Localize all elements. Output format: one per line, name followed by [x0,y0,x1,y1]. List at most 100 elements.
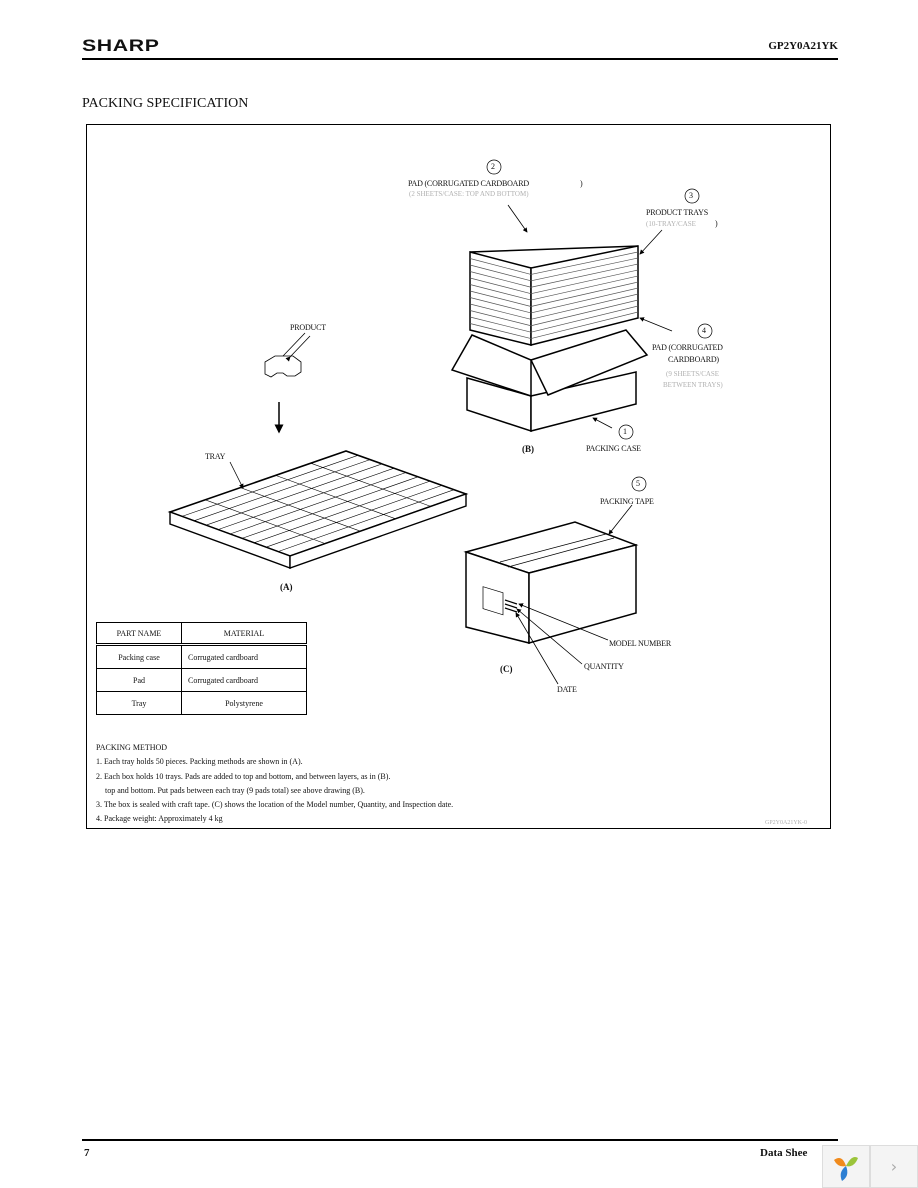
drawing-line [469,297,532,314]
drawing-line [530,293,639,320]
drawing-line [530,257,639,282]
method-line: 2. Each box holds 10 trays. Pads are add… [96,771,391,781]
drawing-line [241,476,419,539]
pad-top-sub: (2 SHEETS/CASE: TOP AND BOTTOM) [409,190,529,198]
drawing-line [240,487,361,532]
cell: Polystyrene [181,691,307,715]
viewer-widget: › [822,1145,918,1188]
method-line: 3. The box is sealed with craft tape. (C… [96,800,454,810]
model-number-header: GP2Y0A21YK [768,40,838,52]
figure-c-caption: (C) [500,664,513,674]
cell: Corrugated cardboard [181,644,307,669]
tray-drawing [167,450,469,570]
drawing-line [469,323,532,339]
drawing-line [530,275,639,301]
drawing-code: GP2Y0A21YK-0 [765,820,807,826]
section-title: PACKING SPECIFICATION [82,96,249,111]
packing-case-open-drawing [450,245,649,433]
sealed-case-drawing [463,521,639,644]
drawing-line [469,310,532,327]
callout-num-2: 2 [491,162,495,171]
pinwheel-logo-icon[interactable] [822,1145,870,1188]
product-drawing [264,332,306,434]
header-material: MATERIAL [181,622,307,646]
callout-num-1: 1 [623,427,627,436]
cell: Corrugated cardboard [181,668,307,692]
callout-circle-5 [631,476,647,492]
tray-label: TRAY [205,452,226,461]
product-trays-label: PRODUCT TRAYS [646,208,708,217]
drawing-line [265,485,443,548]
drawing-line [469,277,532,295]
date-label: DATE [557,685,577,694]
figure-a-caption: (A) [280,582,293,592]
callout-circle-4 [697,323,713,339]
drawing-line [530,287,639,314]
product-trays-sub: (10-TRAY/CASE [646,220,696,228]
drawing-line [530,251,639,275]
figure-b-caption: (B) [522,444,534,454]
drawing-line [469,271,532,288]
drawing-line [530,311,639,339]
drawing-line [469,316,532,333]
drawing-line [310,462,431,507]
callout-num-3: 3 [689,191,693,200]
drawing-line [530,305,639,333]
method-line: 1. Each tray holds 50 pieces. Packing me… [96,757,303,767]
pad-between-sub2: BETWEEN TRAYS) [663,381,723,389]
drawing-line [530,299,639,327]
drawing-line [469,258,532,275]
model-number-label: MODEL NUMBER [609,639,671,648]
drawing-line [469,290,532,307]
chevron-right-icon[interactable]: › [870,1145,918,1188]
callout-circle-3 [684,188,700,204]
drawing-line [253,480,431,544]
drawing-line [530,269,639,295]
drawing-line [205,463,383,526]
pad-top-close: ) [580,179,583,188]
drawing-line [469,264,532,282]
drawing-line [193,459,371,522]
drawing-line [469,303,532,320]
drawing-line [277,489,455,552]
header-rule [82,58,838,60]
callout-circle-2 [486,159,502,175]
packing-method: PACKING METHOD 1. Each tray holds 50 pie… [96,741,453,827]
drawing-line [205,499,326,544]
cell: Packing case [96,644,182,669]
drawing-line [229,472,407,535]
footer-label: Data Shee [760,1147,808,1159]
cell: Pad [96,668,182,692]
callout-circle-1 [618,424,634,440]
drawing-line [217,467,395,530]
drawing-line [275,475,396,520]
pad-top-label: PAD (CORRUGATED CARDBOARD [408,179,529,188]
callout-num-4: 4 [702,326,706,335]
header-part-name: PART NAME [96,622,182,646]
drawing-line [469,284,532,301]
method-line: 4. Package weight: Approximately 4 kg [96,814,223,824]
pad-between-label2: CARDBOARD) [668,355,719,364]
callout-num-5: 5 [636,479,640,488]
product-label: PRODUCT [290,323,326,332]
sharp-logo: SHARP [82,36,160,55]
packing-tape-label: PACKING TAPE [600,497,654,506]
product-trays-close: ) [715,219,718,228]
drawing-line [530,263,639,288]
page-number: 7 [84,1147,90,1159]
packing-case-label: PACKING CASE [586,444,641,453]
quantity-label: QUANTITY [584,662,624,671]
drawing-line [181,455,359,517]
figure-frame [86,124,831,829]
cell: Tray [96,691,182,715]
drawing-line [530,281,639,307]
pad-between-label: PAD (CORRUGATED [652,343,723,352]
pad-between-sub: (9 SHEETS/CASE [666,370,720,378]
footer-rule [82,1139,838,1141]
method-line: top and bottom. Put pads between each tr… [105,785,365,795]
